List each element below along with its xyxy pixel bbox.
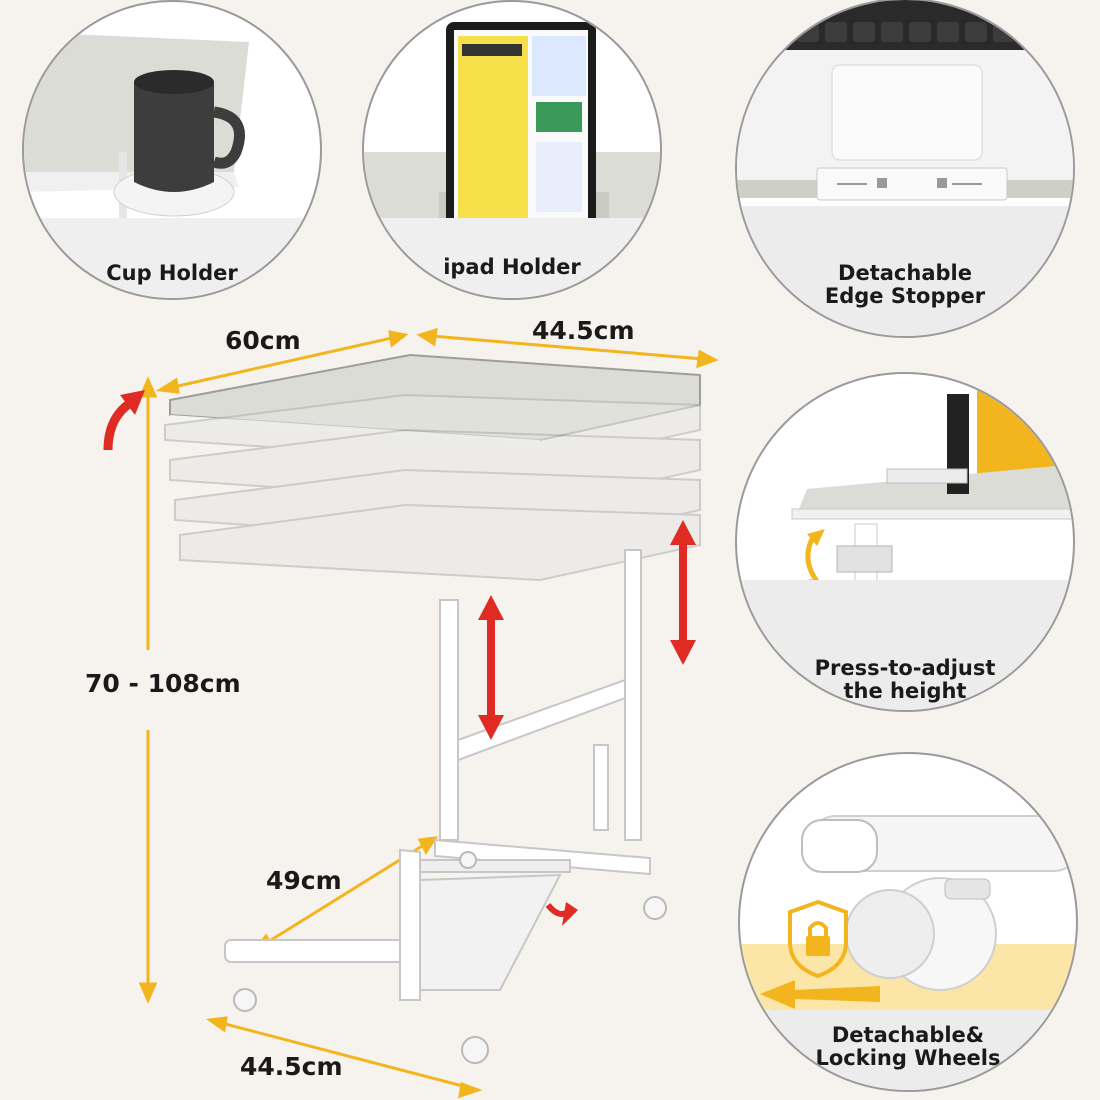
height-range-label: 70 - 108cm — [85, 669, 241, 698]
top-width-label: 60cm — [225, 326, 301, 355]
ipad-holder-label: ipad Holder — [443, 255, 581, 279]
base-depth-label: 49cm — [266, 866, 342, 895]
cup-holder-label: Cup Holder — [106, 261, 238, 285]
edge-stopper-label-line2: Edge Stopper — [824, 284, 986, 309]
cup-holder-circle: Cup Holder — [22, 0, 322, 300]
press-adjust-circle: Press-to-adjust the height — [735, 372, 1075, 712]
wheels-label-line1: Detachable& — [831, 1023, 985, 1047]
edge-stopper-illustration — [737, 0, 1073, 201]
base-width-label: 44.5cm — [240, 1052, 343, 1081]
cup-holder-illustration — [24, 32, 249, 242]
press-adjust-label-line2: the height — [843, 679, 967, 704]
lock-shield-icon — [788, 899, 848, 979]
rotate-arrow-icon — [545, 902, 578, 926]
ipad-holder-circle: ipad Holder — [362, 0, 662, 300]
arrow-left-icon — [760, 980, 880, 1009]
wheels-label-line2: Locking Wheels — [815, 1046, 1001, 1071]
edge-stopper-label-line1: Detachable — [838, 261, 972, 285]
height-arrow-icon — [103, 390, 696, 740]
wheels-circle: Detachable& Locking Wheels — [738, 752, 1078, 1092]
top-depth-label: 44.5cm — [532, 316, 635, 345]
edge-stopper-circle: Detachable Edge Stopper — [735, 0, 1075, 338]
press-adjust-label-line1: Press-to-adjust — [814, 656, 996, 680]
desk-illustration — [103, 327, 719, 1099]
